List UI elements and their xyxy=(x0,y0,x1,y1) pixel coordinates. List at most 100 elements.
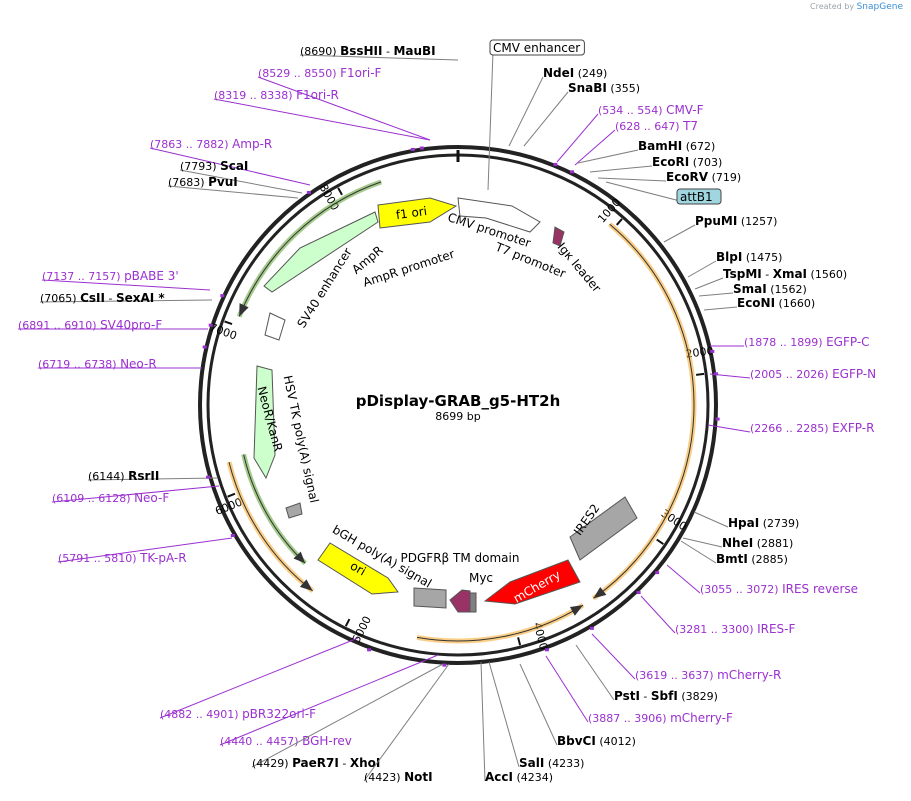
leader-line xyxy=(523,91,569,147)
orf-arc-neo-core xyxy=(228,461,314,592)
site-label: PpuMI (1257) xyxy=(695,214,777,228)
leader-line xyxy=(707,424,751,433)
primer-label: (7137 .. 7157) pBABE 3' xyxy=(42,269,179,283)
site-label: (4429) PaeR7I - XhoI xyxy=(252,756,380,770)
leader-line xyxy=(640,595,676,634)
primer-label: (3281 .. 3300) IRES-F xyxy=(675,622,795,636)
orf-arc-neo-inner-core xyxy=(243,454,306,564)
orf-arc-egfp xyxy=(591,222,697,601)
site-label: (6144) RsrII xyxy=(88,469,159,483)
site-label: EcoNI (1660) xyxy=(737,296,815,310)
primer-label: (1878 .. 1899) EGFP-C xyxy=(744,335,870,349)
leader-line xyxy=(703,306,738,311)
feature-bgh-polya xyxy=(413,587,447,609)
tick-mark xyxy=(656,538,664,545)
leader-line xyxy=(159,637,359,719)
leader-line xyxy=(591,633,636,680)
site-label: NheI (2881) xyxy=(722,536,793,550)
site-label: (7683) PvuI xyxy=(168,175,238,189)
leader-line xyxy=(575,644,615,701)
orf-arc-neo-inner-arrow xyxy=(293,551,306,564)
leader-line xyxy=(179,169,303,194)
leader-line xyxy=(680,540,717,564)
leader-line xyxy=(213,98,431,141)
feature-pdgfr xyxy=(449,589,471,613)
feature-ires2 xyxy=(569,496,638,561)
orf-arc-mcherry-arrow xyxy=(569,605,584,616)
primer-label: (628 .. 647) T7 xyxy=(615,119,698,133)
primer-label: (3887 .. 3906) mCherry-F xyxy=(588,711,733,725)
leader-line xyxy=(87,477,219,481)
primer-mark xyxy=(367,648,372,652)
primer-label: (4882 .. 4901) pBR322ori-F xyxy=(160,707,316,721)
site-label: EcoRV (719) xyxy=(666,170,741,184)
leader-line xyxy=(574,129,616,166)
feature-cmv-promoter xyxy=(457,197,541,233)
leader-line xyxy=(299,54,459,61)
leader-line xyxy=(41,279,211,291)
site-label: HpaI (2739) xyxy=(728,516,799,530)
tick-mark xyxy=(344,618,351,627)
feature-mcherry xyxy=(483,559,581,605)
site-label: BbvCI (4012) xyxy=(557,734,636,748)
orf-arc-amp-core xyxy=(238,181,382,317)
boxed-label: CMV enhancer xyxy=(493,41,580,55)
primer-mark xyxy=(306,191,311,195)
tick-mark xyxy=(227,492,236,498)
leader-line xyxy=(605,181,681,202)
primer-mark xyxy=(442,663,447,667)
primer-label: (4440 .. 4457) BGH-rev xyxy=(220,734,352,748)
site-label: (8690) BssHII - MauBI xyxy=(300,44,436,58)
leader-line xyxy=(556,113,599,163)
leader-line xyxy=(39,299,213,303)
primer-mark xyxy=(544,648,549,652)
feature-myc xyxy=(469,592,477,613)
site-label: NdeI (249) xyxy=(543,66,607,80)
leader-line xyxy=(488,661,520,768)
leader-line xyxy=(663,224,696,243)
primer-label: (8529 .. 8550) F1ori-F xyxy=(258,66,382,80)
tick-mark xyxy=(517,637,522,646)
feature-f1-ori xyxy=(377,197,458,229)
primer-label: (2266 .. 2285) EXFP-R xyxy=(750,421,874,435)
site-label: SnaBI (355) xyxy=(568,81,640,95)
site-label: SmaI (1562) xyxy=(733,282,807,296)
primer-label: (6719 .. 6738) Neo-R xyxy=(38,357,157,371)
orf-arc-amp-arrow xyxy=(239,303,249,317)
primer-mark xyxy=(710,349,715,353)
boxed-box xyxy=(489,39,585,56)
leader-line xyxy=(519,663,558,746)
backbone-outer xyxy=(198,145,718,665)
tick-mark xyxy=(224,320,233,326)
primer-mark xyxy=(553,162,558,166)
tick-mark xyxy=(615,218,623,226)
leader-line xyxy=(480,661,486,782)
orf-arc-mcherry-core xyxy=(416,604,584,642)
feature-label: T7 promoter xyxy=(492,239,567,280)
teal-label: attB1 xyxy=(680,190,713,204)
site-label: (7793) ScaI xyxy=(180,159,248,173)
primer-mark xyxy=(569,170,574,174)
primer-mark xyxy=(206,475,211,479)
feature-label: f1 ori xyxy=(395,204,428,222)
leader-line xyxy=(363,663,450,782)
leader-line xyxy=(666,564,701,594)
leader-line xyxy=(694,277,724,290)
primer-mark xyxy=(589,626,594,630)
credit: Created by SnapGene xyxy=(810,2,903,12)
plasmid-name: pDisplay-GRAB_g5-HT2h xyxy=(356,392,561,410)
snapgene-brand: SnapGene xyxy=(856,2,903,12)
orf-arc-neo-arrow xyxy=(299,579,313,591)
feature-neor xyxy=(253,365,276,480)
primer-label: (6891 .. 6910) SV40pro-F xyxy=(18,318,162,332)
site-label: BlpI (1475) xyxy=(716,250,782,264)
feature-igk-leader xyxy=(552,226,565,247)
teal-box xyxy=(676,188,722,205)
primer-label: (6109 .. 6128) Neo-F xyxy=(52,491,169,505)
site-label: (7065) CsII - SexAI * xyxy=(40,291,165,305)
feature-label: ori xyxy=(348,559,369,579)
site-label: (4423) NotI xyxy=(364,770,433,784)
leader-line xyxy=(545,655,589,723)
